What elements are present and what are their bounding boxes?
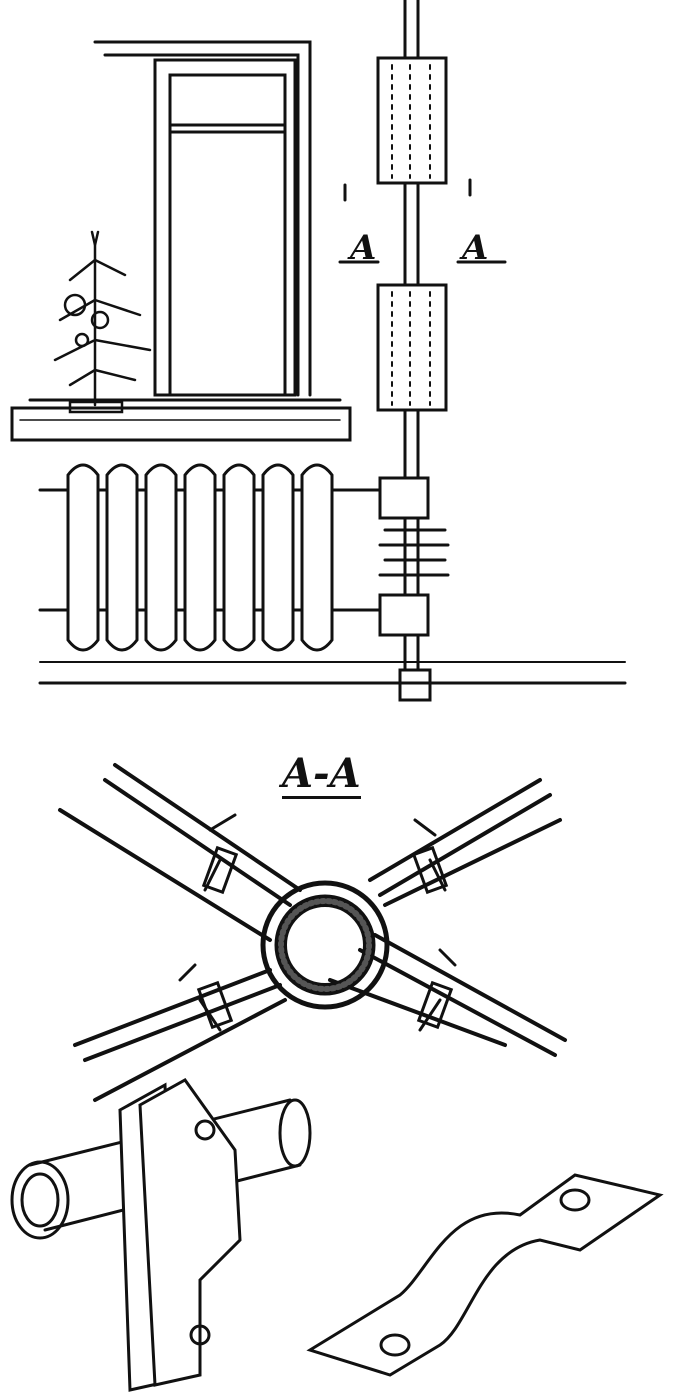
radiator-section xyxy=(222,463,256,652)
radiator-section xyxy=(105,463,139,652)
clamp-on-pipe xyxy=(10,1078,312,1392)
riser-pipe xyxy=(376,0,450,702)
radiator-section xyxy=(183,463,217,652)
section-arrows xyxy=(338,178,507,264)
radiator-section xyxy=(66,463,100,652)
radiator-section xyxy=(144,463,178,652)
section-mark-left: A xyxy=(350,228,377,268)
radiator xyxy=(38,463,387,652)
floor xyxy=(38,661,627,685)
window-sill xyxy=(10,406,352,442)
plant xyxy=(53,230,152,414)
radiator-section xyxy=(261,463,295,652)
radiator-section xyxy=(300,463,334,652)
window xyxy=(28,40,342,402)
section-title: A-A xyxy=(282,750,361,799)
cross-section xyxy=(58,763,567,1102)
clamp-strap xyxy=(306,1173,664,1377)
section-mark-right: A xyxy=(462,228,489,268)
